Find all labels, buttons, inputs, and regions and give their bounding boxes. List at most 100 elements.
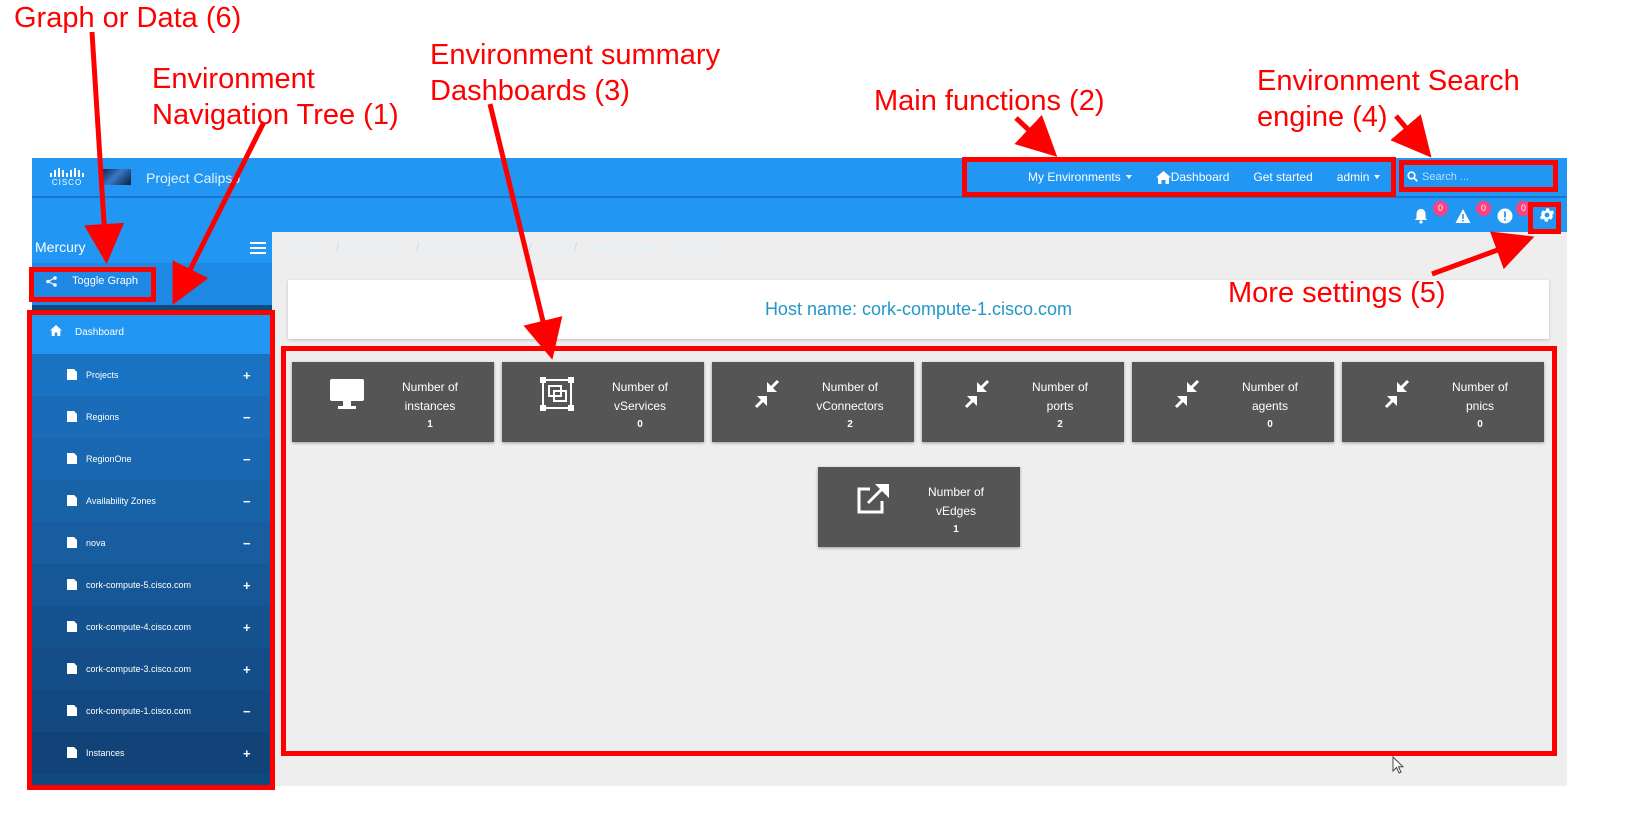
toggle-graph-button[interactable]: Toggle Graph [46,275,138,287]
toggle-graph-highlight [29,267,156,302]
summary-dashboards-highlight [281,346,1557,756]
compress-icon [1168,376,1206,412]
arrow-graph-or-data [84,31,125,264]
navigation-tree-highlight [27,310,275,790]
tree-item[interactable]: nova− [32,522,272,564]
top-navbar: CISCO Project Calipso My Environments Da… [32,158,1567,198]
tile-value: 0 [1477,419,1483,430]
vservices-icon [538,376,576,412]
sidebar-header: Mercury [32,232,272,263]
tree-item[interactable]: cork-compute-3.cisco.com+ [32,648,272,690]
summary-tile-ports[interactable]: Number of ports 2 [922,362,1124,442]
main-functions-highlight [962,157,1396,197]
tile-metric-name: vConnectors [816,399,884,413]
collapse-icon[interactable]: − [243,536,251,551]
cisco-logo: CISCO [50,168,84,187]
dashboard-link[interactable]: Dashboard [1155,170,1230,184]
tree-item-label: RegionOne [86,454,132,464]
my-environments-label: My Environments [1028,170,1121,184]
document-icon [67,495,77,506]
caret-down-icon [1374,175,1381,179]
expand-icon[interactable]: + [243,620,251,635]
tile-metric-name: ports [1046,399,1074,413]
document-icon [67,621,77,632]
expand-icon[interactable]: + [243,746,251,761]
tree-item-label: cork-compute-1.cisco.com [86,706,192,716]
warning-icon[interactable] [1455,208,1471,224]
tree-item-dashboard[interactable]: Dashboard [32,312,272,354]
annotation-graph-or-data: Graph or Data (6) [14,2,242,34]
tree-item[interactable]: cork-compute-4.cisco.com+ [32,606,272,648]
error-icon[interactable] [1497,208,1513,224]
search-icon [1407,171,1418,182]
search-input[interactable] [1422,170,1542,183]
mouse-cursor-icon [1392,756,1404,774]
breadcrumb-regions[interactable]: Regions [284,240,329,254]
project-logo-image [103,169,131,185]
settings-gear-icon[interactable] [1538,206,1556,224]
document-icon [67,747,77,758]
expand-icon[interactable]: + [243,662,251,677]
tile-metric-name: instances [404,399,456,413]
tree-item[interactable]: Availability Zones− [32,480,272,522]
breadcrumb-regionone[interactable]: RegionOne [347,240,409,254]
expand-icon[interactable]: + [243,578,251,593]
main-functions-nav: My Environments Dashboard Get started ad… [1028,158,1404,196]
tree-item-label: Regions [86,412,120,422]
summary-tile-vedges[interactable]: Number of vEdges 1 [818,467,1020,547]
tile-value: 0 [637,419,643,430]
tree-item[interactable]: cork-compute-1.cisco.com − [32,690,272,732]
document-icon [67,369,77,380]
annotation-navigation-tree-line1: Environment [152,63,315,95]
tree-item[interactable]: Regions − [32,396,272,438]
dashboard-link-label: Dashboard [1170,170,1230,184]
annotation-main-functions: Main functions (2) [874,85,1105,117]
collapse-icon[interactable]: − [243,494,251,509]
compress-icon [958,376,996,412]
monitor-icon [328,376,366,412]
collapse-icon[interactable]: − [243,410,251,425]
tile-label: Number of [1031,380,1089,394]
tile-value: 2 [1057,419,1063,430]
tree-item[interactable]: Instances+ [32,732,272,774]
warnings-badge: 0 [1476,201,1491,216]
breadcrumb-availability-zones[interactable]: Availability Zones [427,240,521,254]
tile-label: Number of [401,380,459,394]
compress-icon [1378,376,1416,412]
bell-icon[interactable] [1413,208,1429,224]
status-bar [32,198,1567,232]
external-link-icon [854,481,892,517]
collapse-icon[interactable]: − [243,704,251,719]
arrow-summary-dashboards [487,103,563,360]
admin-dropdown[interactable]: admin [1337,170,1381,184]
expand-icon[interactable]: + [243,368,251,383]
tile-metric-name: vEdges [935,504,977,518]
tile-label: Number of [927,485,985,499]
settings-highlight [1528,202,1561,234]
annotation-summary-line1: Environment summary [430,39,721,71]
hamburger-menu-icon[interactable] [250,242,266,254]
environment-name: Mercury [35,239,86,255]
tree-item[interactable]: cork-compute-5.cisco.com+ [32,564,272,606]
tree-item[interactable]: Projects+ [32,354,272,396]
notifications-badge: 0 [1433,201,1448,216]
home-icon [50,325,62,336]
arrow-main-functions [1014,114,1058,157]
annotation-more-settings: More settings (5) [1228,277,1446,309]
navbar-divider [32,196,1567,198]
my-environments-dropdown[interactable]: My Environments [1028,170,1132,184]
toggle-graph-label: Toggle Graph [72,275,139,287]
tile-value: 1 [953,524,959,535]
collapse-icon[interactable]: − [243,452,251,467]
environment-navigation-tree: Mercury Toggle Graph Dashboard Projects+… [32,232,272,786]
tree-item[interactable]: RegionOne − [32,438,272,480]
breadcrumb-nova[interactable]: nova [539,240,566,254]
get-started-link[interactable]: Get started [1253,170,1312,184]
document-icon [67,705,77,716]
